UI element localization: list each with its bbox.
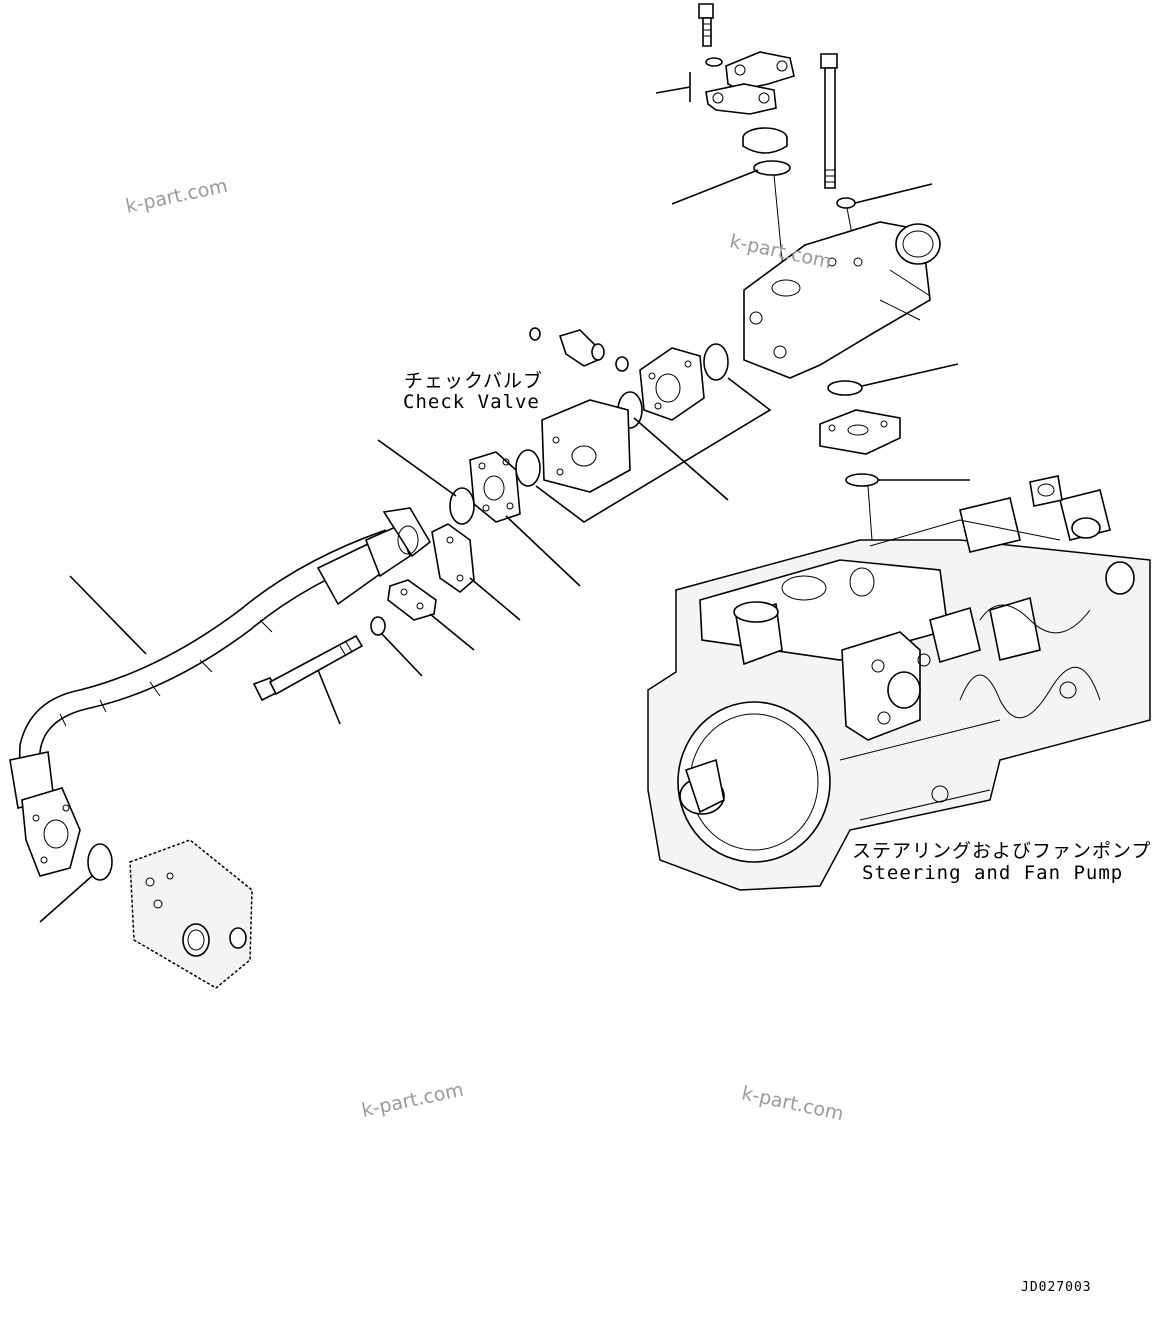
pump-label-jp: ステアリングおよびファンポンプ [852, 840, 1152, 862]
leader-line [855, 184, 932, 203]
leader-line [40, 876, 92, 922]
leader-line [656, 87, 690, 93]
hydraulic-hose [10, 508, 430, 876]
drawing-code: JD027003 [1021, 1280, 1092, 1295]
check-valve-label-jp: チェックバルブ [404, 370, 544, 392]
washer [371, 617, 385, 635]
o-ring [450, 488, 474, 524]
o-ring [88, 844, 112, 880]
leader-line [470, 578, 520, 620]
small-o-ring [530, 328, 540, 340]
leader-line [868, 486, 872, 540]
o-ring [704, 344, 728, 380]
check-valve-poppet [560, 330, 604, 366]
adapter-plate [820, 410, 900, 454]
lock-plate [388, 580, 436, 620]
long-bolt [821, 54, 837, 188]
leader-line [70, 576, 146, 654]
leader-line [862, 364, 958, 386]
valve-block [130, 840, 252, 988]
check-valve-flange [640, 348, 704, 420]
leader-line [506, 516, 580, 586]
o-ring [846, 474, 878, 486]
spring-washer [837, 198, 855, 208]
leader-line [634, 418, 728, 500]
check-valve-body [542, 400, 630, 492]
steering-fan-pump [648, 476, 1150, 890]
o-ring [754, 161, 790, 175]
leader-line [378, 440, 456, 496]
leader-line [382, 634, 422, 676]
split-flange-half [432, 524, 474, 592]
group-bracket [536, 378, 770, 522]
leader-line [430, 614, 474, 650]
top-bolt [699, 4, 713, 46]
leader-line [318, 670, 340, 724]
leader-line [672, 170, 758, 204]
o-ring [516, 450, 540, 486]
plug-cap [743, 128, 787, 153]
flange-plate [470, 452, 520, 522]
pump-label-en: Steering and Fan Pump [862, 862, 1124, 884]
small-o-ring [616, 357, 628, 371]
check-valve-label-en: Check Valve [403, 391, 540, 413]
hose-bolt [254, 636, 362, 700]
elbow-block [744, 222, 940, 378]
top-split-flange [706, 52, 794, 114]
top-washer [706, 58, 722, 66]
o-ring [828, 381, 862, 395]
